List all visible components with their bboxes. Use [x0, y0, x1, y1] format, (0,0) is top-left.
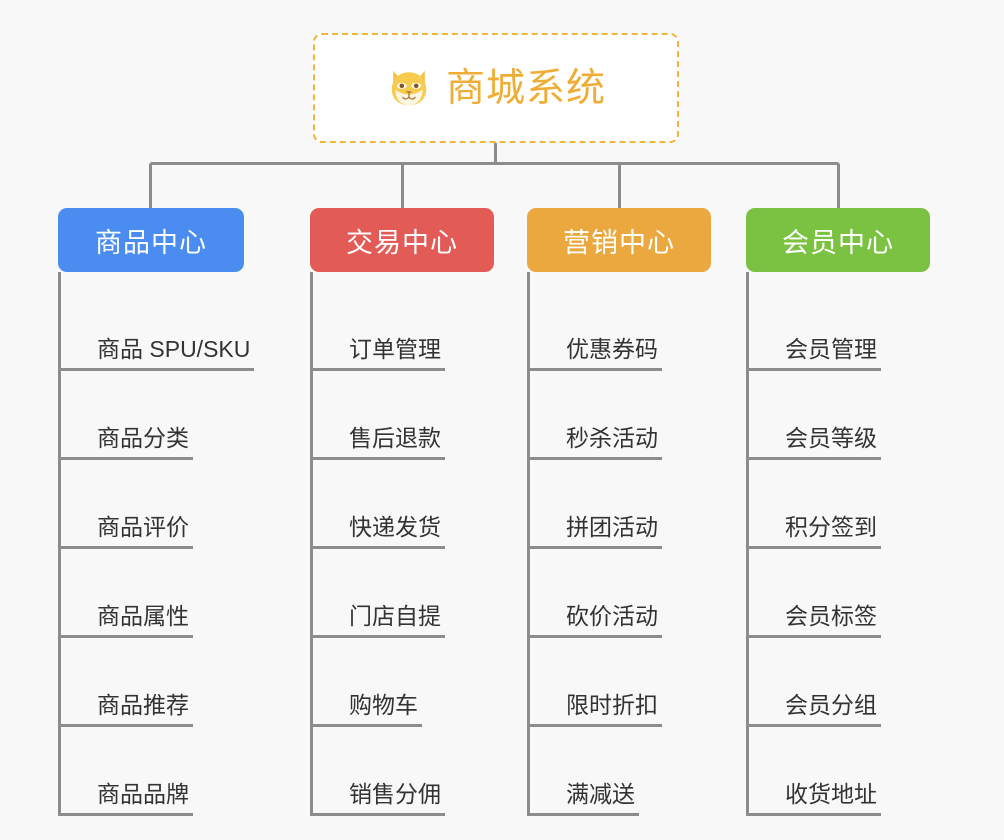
- branch-spine: [310, 272, 313, 816]
- branch-spine: [527, 272, 530, 816]
- category-title: 营销中心: [563, 227, 675, 258]
- leaf-list: 优惠券码 秒杀活动 拼团活动 砍价活动 限时折扣 满减送: [527, 272, 711, 816]
- leaf-item[interactable]: 商品属性: [58, 549, 244, 638]
- leaf-item[interactable]: 满减送: [527, 727, 711, 816]
- leaf-label: 限时折扣: [566, 691, 658, 718]
- leaf-label: 订单管理: [349, 335, 441, 362]
- category-title: 商品中心: [95, 227, 207, 258]
- leaf-label: 秒杀活动: [566, 424, 658, 451]
- branch-column-product-center: 商品中心 商品 SPU/SKU 商品分类 商品评价 商品属性 商品推荐 商品品牌: [58, 208, 255, 816]
- branch-column-trade-center: 交易中心 订单管理 售后退款 快递发货 门店自提 购物车 销售分佣: [310, 208, 494, 816]
- category-title: 会员中心: [782, 227, 894, 258]
- leaf-label: 商品 SPU/SKU: [97, 335, 251, 362]
- leaf-label: 商品推荐: [97, 691, 189, 718]
- leaf-list: 商品 SPU/SKU 商品分类 商品评价 商品属性 商品推荐 商品品牌: [58, 272, 255, 816]
- leaf-label: 砍价活动: [566, 602, 658, 629]
- leaf-label: 拼团活动: [566, 513, 658, 540]
- leaf-label: 优惠券码: [566, 335, 658, 362]
- leaf-label: 会员标签: [785, 602, 877, 629]
- leaf-item[interactable]: 拼团活动: [527, 460, 711, 549]
- branch-column-member-center: 会员中心 会员管理 会员等级 积分签到 会员标签 会员分组 收货地址: [746, 208, 930, 816]
- branch-column-marketing-center: 营销中心 优惠券码 秒杀活动 拼团活动 砍价活动 限时折扣 满减送: [527, 208, 711, 816]
- leaf-label: 门店自提: [349, 602, 441, 629]
- leaf-item[interactable]: 商品分类: [58, 371, 244, 460]
- leaf-item[interactable]: 销售分佣: [310, 727, 494, 816]
- leaf-item[interactable]: 售后退款: [310, 371, 494, 460]
- leaf-label: 商品分类: [97, 424, 189, 451]
- root-title: 商城系统: [445, 66, 606, 110]
- branch-spine: [746, 272, 749, 816]
- leaf-label: 收货地址: [785, 780, 877, 807]
- leaf-list: 会员管理 会员等级 积分签到 会员标签 会员分组 收货地址: [746, 272, 930, 816]
- leaf-label: 商品品牌: [97, 780, 189, 807]
- leaf-list: 订单管理 售后退款 快递发货 门店自提 购物车 销售分佣: [310, 272, 494, 816]
- leaf-label: 快递发货: [349, 513, 441, 540]
- leaf-item[interactable]: 商品推荐: [58, 638, 244, 727]
- leaf-item[interactable]: 商品 SPU/SKU: [58, 282, 255, 371]
- leaf-item[interactable]: 会员标签: [746, 549, 930, 638]
- leaf-item[interactable]: 会员管理: [746, 282, 930, 371]
- leaf-label: 购物车: [349, 691, 418, 718]
- category-header-member-center[interactable]: 会员中心: [746, 208, 930, 272]
- category-header-marketing-center[interactable]: 营销中心: [527, 208, 711, 272]
- branch-spine: [58, 272, 61, 816]
- leaf-item[interactable]: 商品评价: [58, 460, 244, 549]
- leaf-item[interactable]: 门店自提: [310, 549, 494, 638]
- shiba-dog-face-icon: [391, 70, 427, 106]
- leaf-label: 满减送: [566, 780, 635, 807]
- leaf-item[interactable]: 收货地址: [746, 727, 930, 816]
- leaf-item[interactable]: 购物车: [310, 638, 494, 727]
- category-title: 交易中心: [346, 227, 458, 258]
- leaf-item[interactable]: 订单管理: [310, 282, 494, 371]
- category-header-product-center[interactable]: 商品中心: [58, 208, 244, 272]
- leaf-label: 会员等级: [785, 424, 877, 451]
- leaf-item[interactable]: 快递发货: [310, 460, 494, 549]
- leaf-label: 积分签到: [785, 513, 877, 540]
- leaf-item[interactable]: 限时折扣: [527, 638, 711, 727]
- leaf-label: 会员管理: [785, 335, 877, 362]
- leaf-label: 会员分组: [785, 691, 877, 718]
- leaf-label: 销售分佣: [349, 780, 441, 807]
- leaf-item[interactable]: 秒杀活动: [527, 371, 711, 460]
- leaf-item[interactable]: 积分签到: [746, 460, 930, 549]
- leaf-label: 商品属性: [97, 602, 189, 629]
- leaf-item[interactable]: 优惠券码: [527, 282, 711, 371]
- leaf-label: 售后退款: [349, 424, 441, 451]
- leaf-item[interactable]: 会员分组: [746, 638, 930, 727]
- category-header-trade-center[interactable]: 交易中心: [310, 208, 494, 272]
- root-node[interactable]: 商城系统: [313, 33, 679, 143]
- leaf-item[interactable]: 商品品牌: [58, 727, 244, 816]
- leaf-label: 商品评价: [97, 513, 189, 540]
- leaf-item[interactable]: 砍价活动: [527, 549, 711, 638]
- leaf-item[interactable]: 会员等级: [746, 371, 930, 460]
